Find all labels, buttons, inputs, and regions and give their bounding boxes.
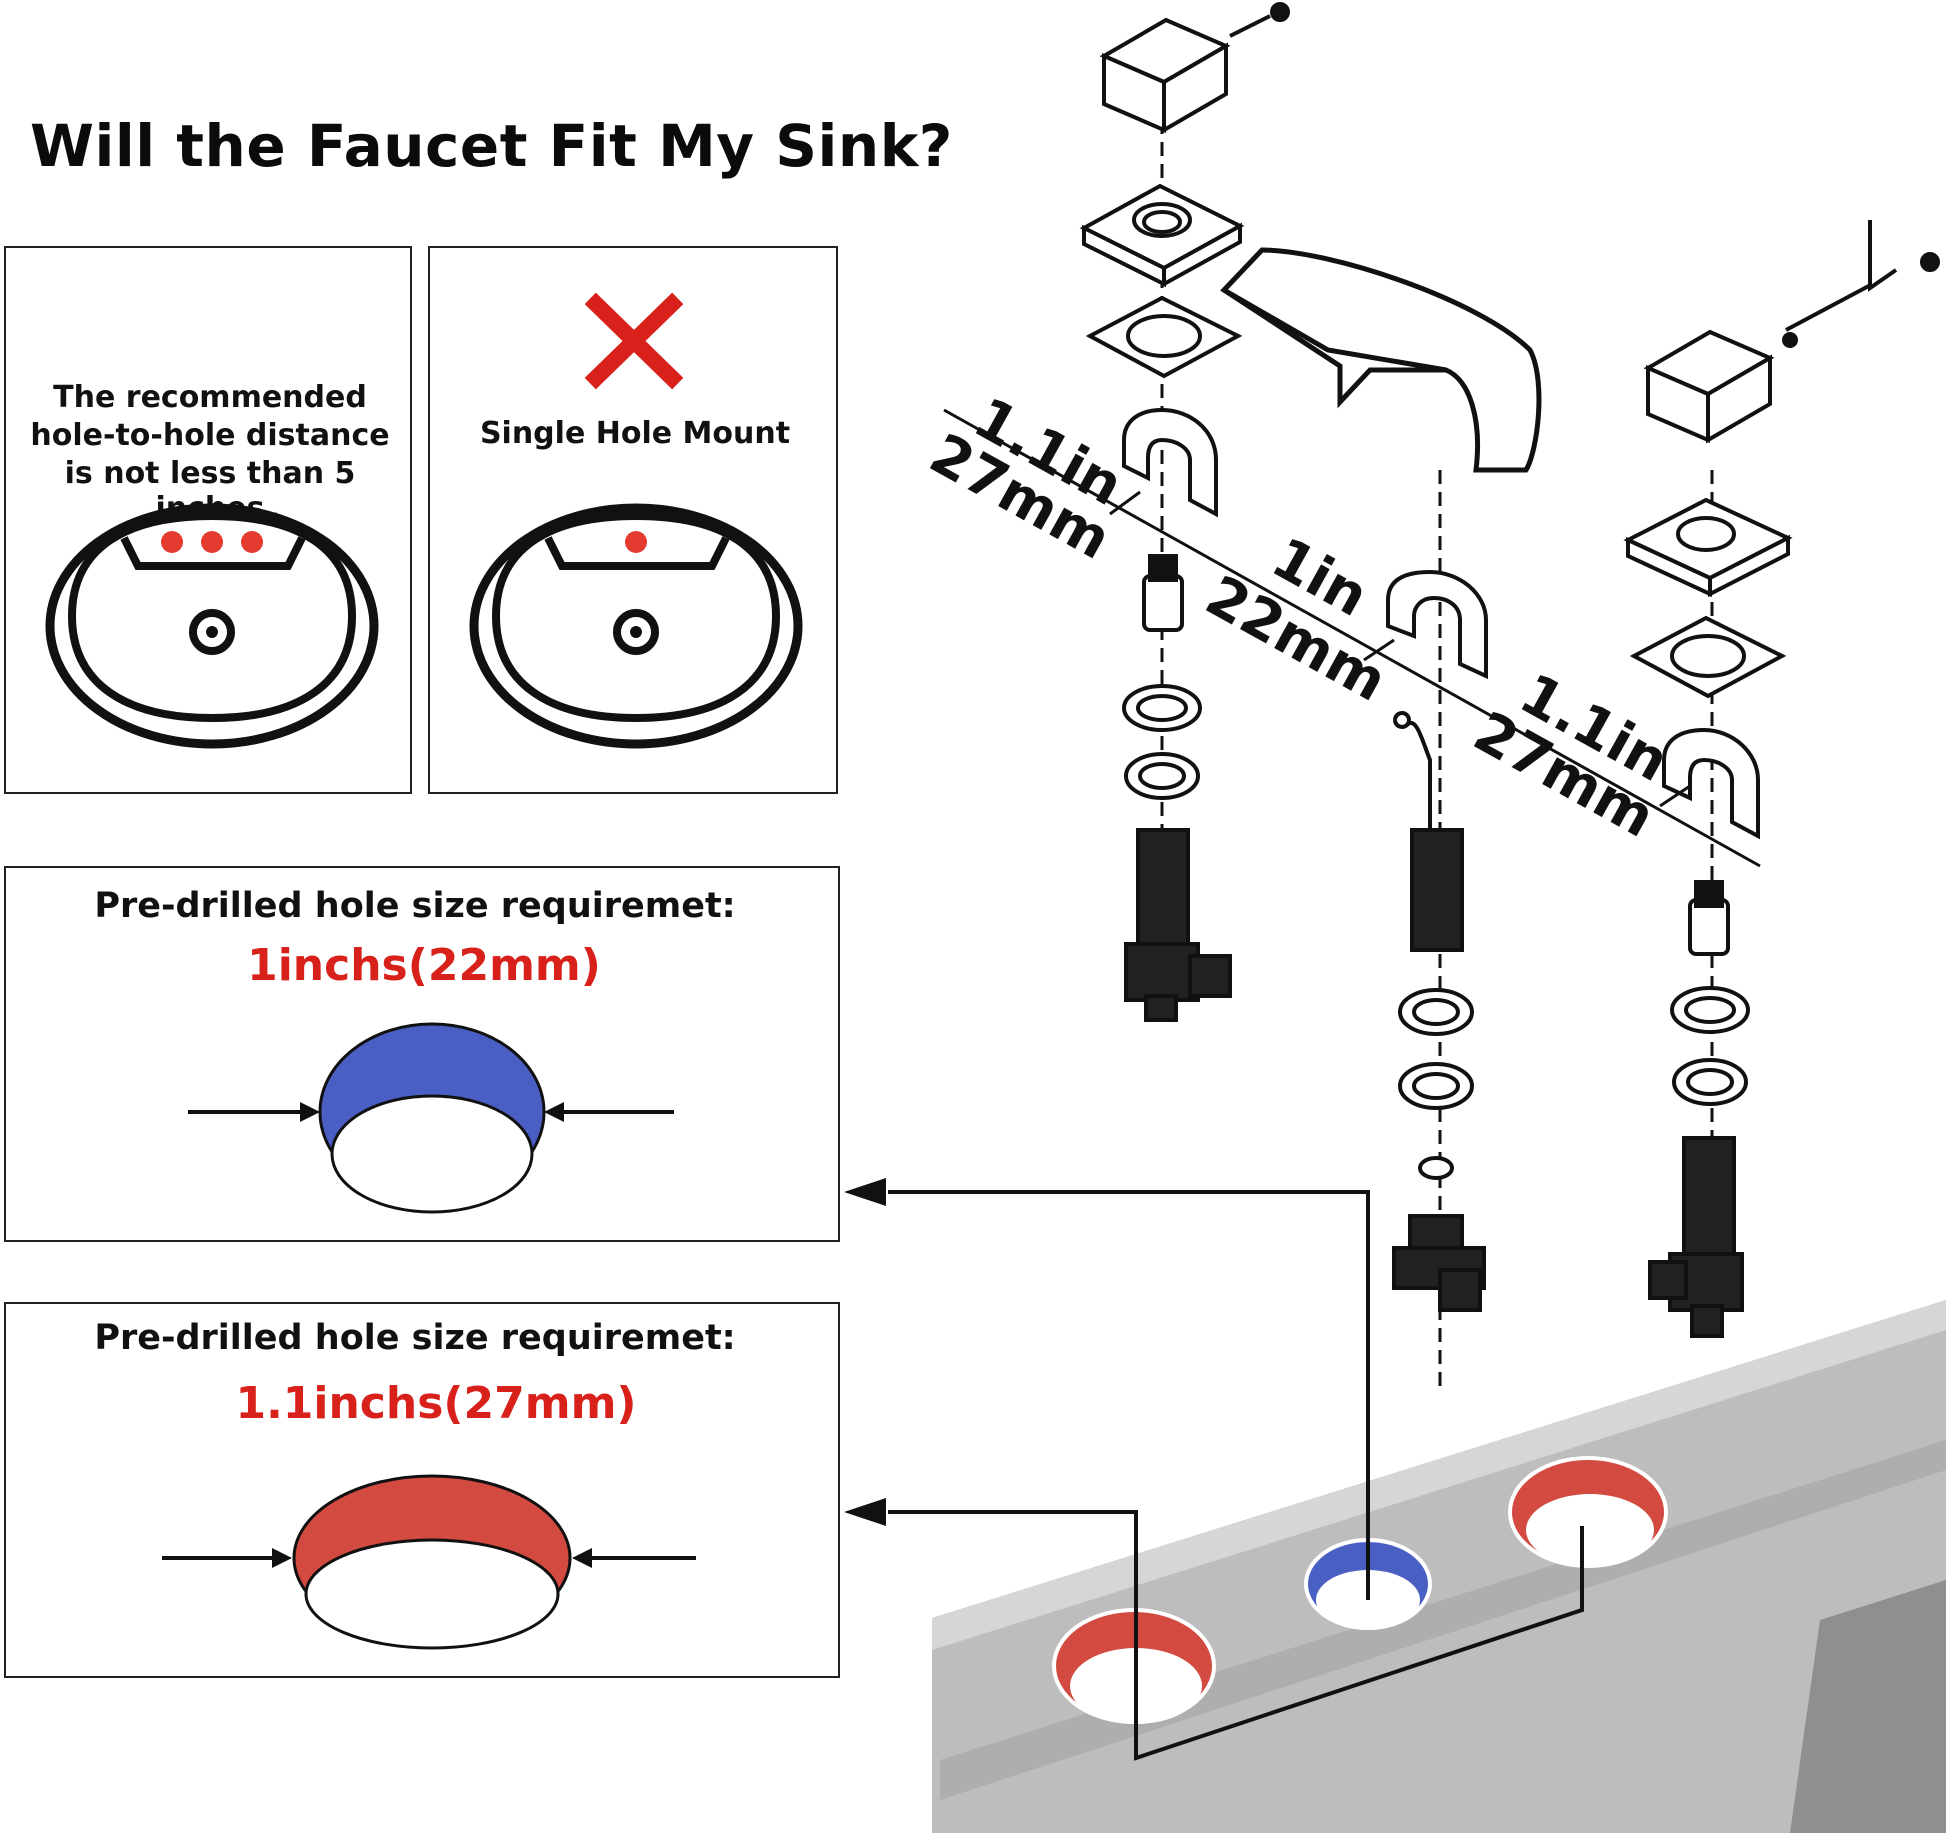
sink-single-hole-icon (469, 503, 803, 749)
counter-hole-right (1508, 1456, 1668, 1568)
single-hole-panel: Single Hole Mount (428, 246, 838, 794)
hole-requirement-22mm-panel: Pre-drilled hole size requiremet: 1inchs… (4, 866, 840, 1242)
recommended-line-2: hole-to-hole distance (30, 418, 390, 453)
requirement-size-1: 1inchs(22mm) (247, 940, 601, 991)
page-title: Will the Faucet Fit My Sink? (30, 112, 953, 180)
waterfall-spout (1220, 247, 1542, 473)
middle-assembly (1386, 569, 1488, 1312)
hole-requirement-27mm-panel: Pre-drilled hole size requiremet: 1.1inc… (4, 1302, 840, 1678)
recommended-line-1: The recommended (53, 380, 367, 415)
connector-arrow-27mm (888, 1510, 1584, 1761)
dimension-middle: 1in 22mm (1195, 525, 1397, 714)
sink-three-hole-icon (45, 503, 379, 749)
requirement-size-2: 1.1inchs(27mm) (235, 1378, 637, 1429)
left-handle-assembly (1079, 2, 1290, 1022)
requirement-heading-2: Pre-drilled hole size requiremet: (94, 1318, 736, 1358)
recommended-panel: The recommended hole-to-hole distance is… (4, 246, 412, 794)
dimension-right: 1.1in 27mm (1463, 661, 1679, 850)
requirement-heading-1: Pre-drilled hole size requiremet: (94, 886, 736, 926)
connector-arrow-22mm (888, 1190, 1370, 1600)
single-hole-label: Single Hole Mount (479, 416, 791, 451)
hole-size-diagram-22mm (188, 1022, 674, 1214)
hole-size-diagram-27mm (162, 1474, 696, 1650)
right-handle-assembly (1623, 220, 1940, 1338)
x-mark-icon (584, 292, 684, 390)
